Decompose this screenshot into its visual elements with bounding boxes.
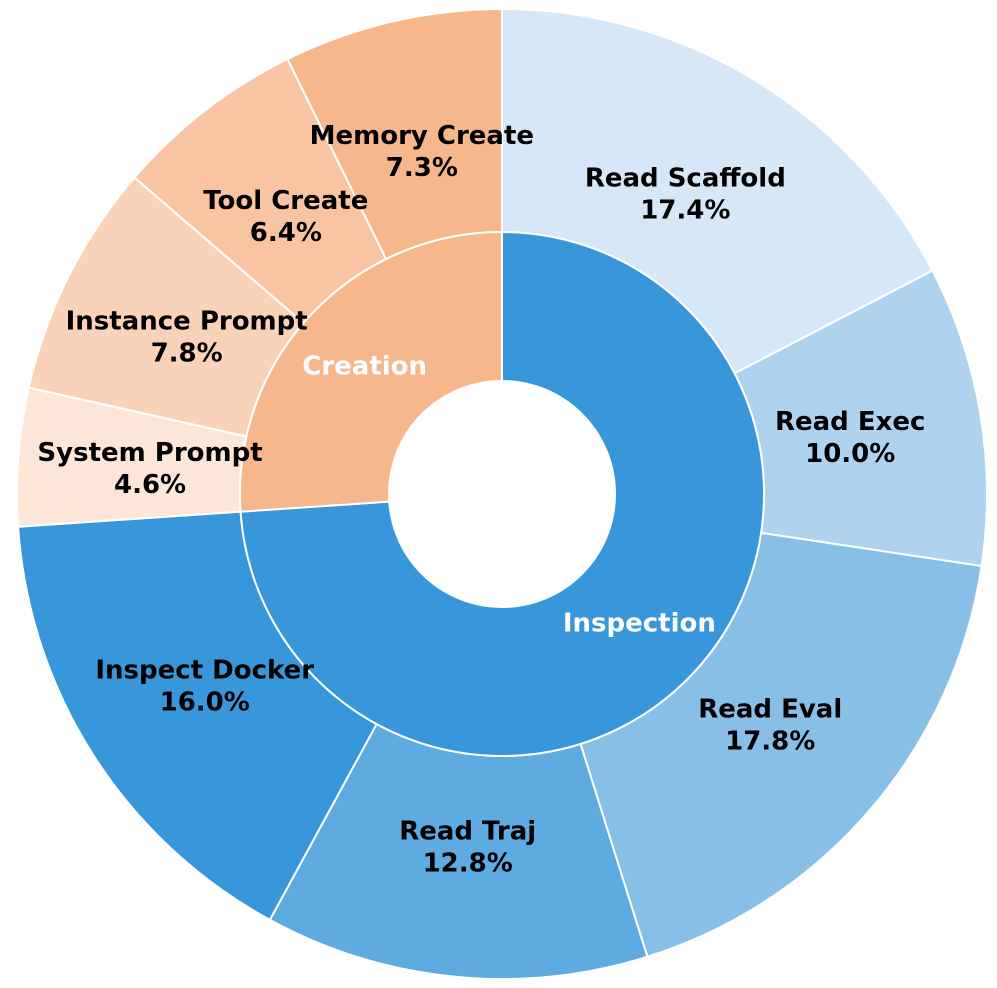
inner-label-inspection: Inspection	[563, 608, 716, 638]
inner-label-creation: Creation	[302, 352, 427, 382]
inner-wedge-creation	[239, 230, 503, 513]
inner-wedge-inspection	[239, 230, 765, 757]
